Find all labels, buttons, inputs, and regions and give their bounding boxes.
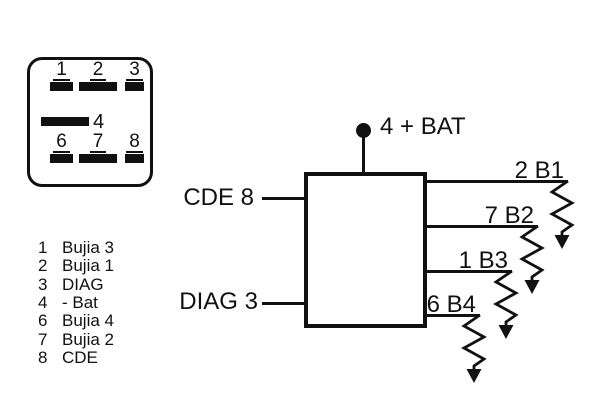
input-label-cde: CDE 8 [183, 184, 254, 211]
glow-plug-resistor-icon [493, 269, 519, 339]
pin-contact-bar [79, 82, 117, 91]
input-wire-diag [262, 302, 305, 305]
output-wire-b4 [425, 314, 480, 317]
pin-contact-bar-4 [41, 117, 89, 126]
input-label-diag: DIAG 3 [179, 288, 258, 315]
legend-row: 7 Bujia 2 [38, 329, 114, 349]
legend-pin-label: Bujia 2 [62, 329, 114, 349]
legend-pin-label: - Bat [62, 293, 98, 313]
legend-pin-number: 4 [38, 293, 48, 313]
input-wire-cde [262, 197, 305, 200]
legend-pin-label: DIAG [62, 274, 104, 294]
battery-terminal-dot [356, 123, 371, 138]
output-wire-b2 [425, 225, 538, 228]
output-label-b2: 7 B2 [484, 202, 534, 229]
pin-number-4: 4 [93, 111, 105, 133]
legend-pin-number: 1 [38, 238, 48, 257]
legend-row: 2 Bujia 1 [38, 256, 114, 276]
pin-legend: 1 Bujia 3 2 Bujia 1 3 DIAG 4 - Bat 6 Buj… [38, 238, 114, 368]
output-label-b3: 1 B3 [458, 247, 508, 274]
pin-number: 3 [126, 60, 143, 81]
legend-pin-label: Bujia 4 [62, 311, 114, 331]
legend-row: 1 Bujia 3 [38, 238, 114, 257]
legend-pin-number: 7 [38, 329, 48, 349]
output-label-b1: 2 B1 [514, 157, 564, 184]
legend-pin-number: 2 [38, 256, 48, 276]
pin-number: 1 [53, 60, 70, 81]
connector-pin-8: 8 [125, 132, 144, 163]
legend-row: 6 Bujia 4 [38, 311, 114, 331]
connector-pin-2: 2 [79, 60, 117, 91]
glow-plug-resistor-icon [549, 179, 575, 249]
legend-pin-label: CDE [62, 348, 98, 368]
legend-pin-label: Bujia 1 [62, 256, 114, 276]
legend-pin-label: Bujia 3 [62, 238, 114, 257]
pin-contact-bar [50, 154, 73, 163]
relay-box [304, 172, 427, 328]
legend-row: 3 DIAG [38, 274, 114, 294]
pin-number: 7 [89, 132, 107, 153]
pin-contact-bar [50, 82, 73, 91]
pin-contact-bar [125, 82, 144, 91]
output-label-b4: 6 B4 [426, 291, 476, 318]
battery-wire [362, 137, 365, 173]
connector-pin-7: 7 [79, 132, 117, 163]
connector-pin-6: 6 [50, 132, 73, 163]
pin-number: 2 [89, 60, 107, 81]
pin-number: 6 [53, 132, 70, 153]
pin-contact-bar [125, 154, 144, 163]
legend-pin-number: 8 [38, 348, 48, 368]
battery-label: 4 + BAT [380, 113, 466, 140]
connector-pin-3: 3 [125, 60, 144, 91]
output-wire-b3 [425, 270, 512, 273]
legend-row: 4 - Bat [38, 293, 114, 313]
legend-pin-number: 6 [38, 311, 48, 331]
legend-pin-number: 3 [38, 274, 48, 294]
glow-plug-resistor-icon [519, 224, 545, 294]
connector-pin-1: 1 [50, 60, 73, 91]
pin-contact-bar [79, 154, 117, 163]
pin-number: 8 [126, 132, 143, 153]
glow-plug-resistor-icon [461, 313, 487, 383]
output-wire-b1 [425, 180, 568, 183]
legend-row: 8 CDE [38, 348, 114, 368]
